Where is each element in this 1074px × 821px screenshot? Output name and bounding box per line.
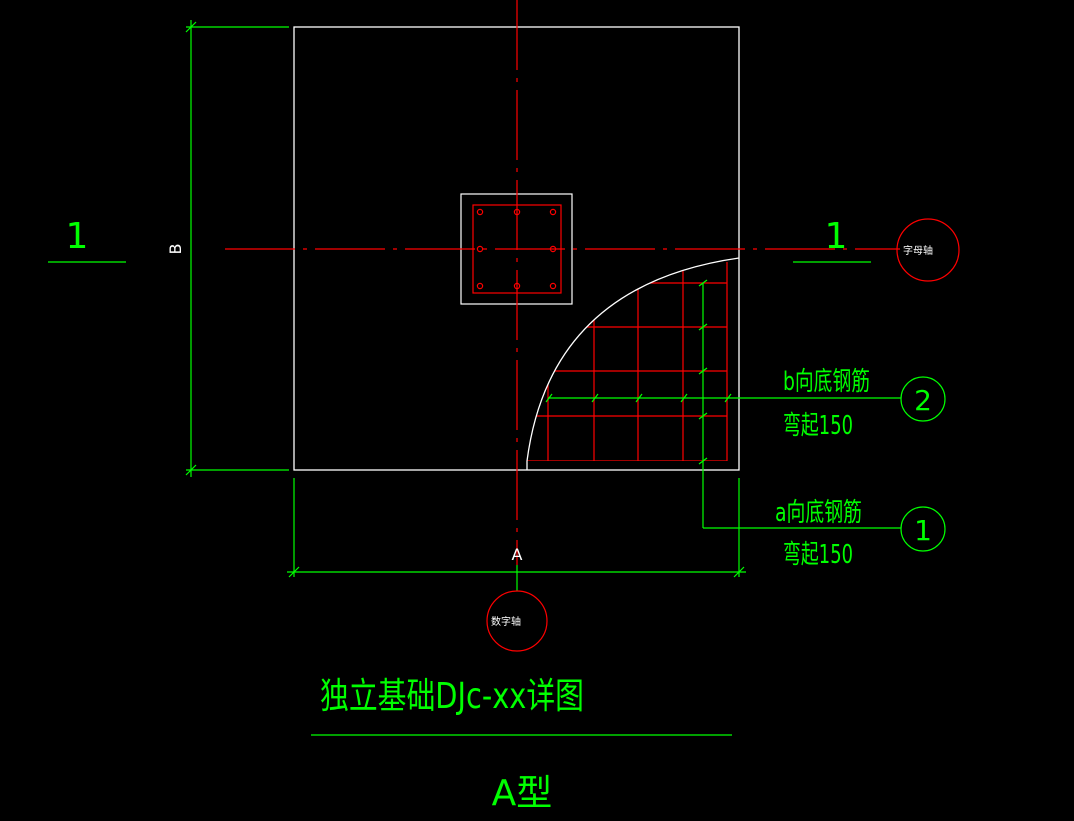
drawing-title: 独立基础DJc-xx详图 <box>320 676 584 717</box>
rebar-mesh <box>527 262 728 461</box>
callout-2-line1: b向底钢筋 <box>783 367 870 397</box>
axis-bubble-vertical <box>486 590 548 652</box>
callout-2-line2: 弯起150 <box>783 411 853 441</box>
callout-1-number: 1 <box>914 514 932 547</box>
rebar-callout-leaders <box>545 279 901 529</box>
callout-1-bubble <box>900 506 946 552</box>
axis-bubble-horizontal <box>896 218 960 282</box>
section-mark-left: 1 <box>66 216 89 257</box>
dimension-b-label: B <box>166 244 185 255</box>
axis-bubble-vertical-label: 数字轴 <box>491 615 521 628</box>
callout-1-line2: 弯起150 <box>783 540 853 570</box>
dimension-a-label: A <box>512 545 523 564</box>
callout-2-bubble <box>900 376 946 422</box>
dimension-b <box>185 20 289 477</box>
callout-1-line1: a向底钢筋 <box>775 498 862 528</box>
mesh-break-arc <box>526 257 740 470</box>
axis-bubble-horizontal-label: 字母轴 <box>903 244 933 257</box>
callout-2-number: 2 <box>914 384 932 417</box>
section-mark-right: 1 <box>825 216 848 257</box>
drawing-type-label: A型 <box>492 773 553 814</box>
